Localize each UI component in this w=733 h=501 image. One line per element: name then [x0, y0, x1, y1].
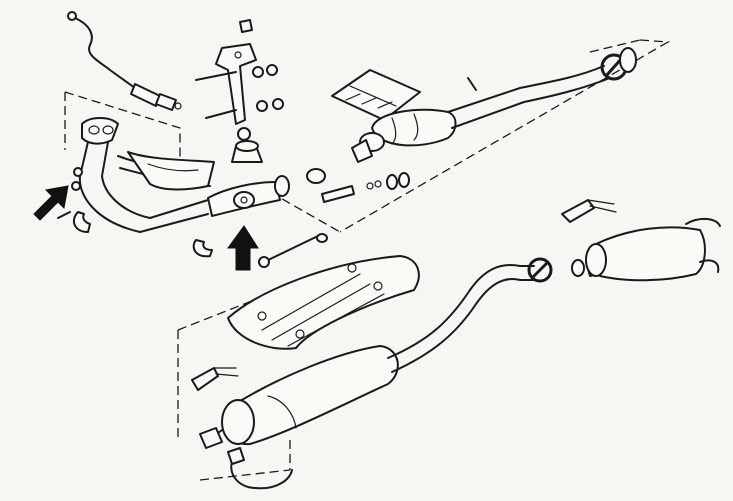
no-symbol-icon-rear: [527, 257, 553, 283]
no-symbol-icon: [600, 47, 637, 81]
front-hardware: [57, 167, 410, 268]
rear-hardware: [191, 199, 617, 490]
lower-assembly-outline: [177, 281, 301, 481]
hanger-bracket: [195, 19, 284, 163]
heat-shield-front: [127, 151, 215, 191]
intermediate-muffler: [199, 264, 537, 449]
heat-shield-upper: [331, 69, 421, 121]
arrow-up-icon: [227, 225, 259, 271]
arrow-down-right-icon: [33, 185, 69, 221]
oxygen-sensor: [67, 11, 182, 111]
front-down-pipe: [78, 117, 290, 233]
rear-muffler: [571, 218, 721, 282]
heat-shield-rear: [227, 255, 420, 350]
catalytic-converter: [351, 65, 611, 163]
